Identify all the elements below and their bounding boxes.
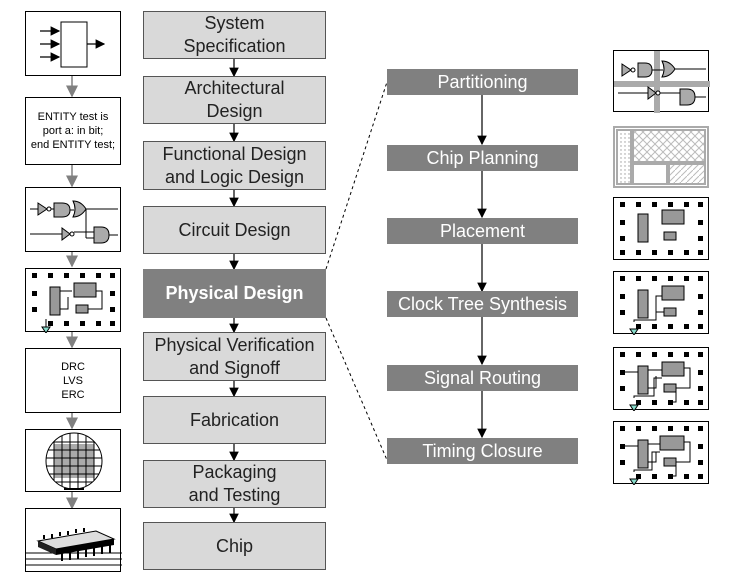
circuit-layout-thumbnail bbox=[25, 268, 121, 333]
system-spec-block-thumbnail bbox=[25, 11, 121, 76]
step-circuit-design: Circuit Design bbox=[143, 206, 326, 254]
floorplan-icon bbox=[616, 129, 706, 185]
pd-step-signal-routing: Signal Routing bbox=[387, 365, 578, 391]
pd-step-label: Partitioning bbox=[437, 71, 528, 92]
pd-step-label: Clock Tree Synthesis bbox=[397, 293, 568, 314]
layout-icon bbox=[32, 273, 115, 333]
zoom-lines bbox=[325, 81, 388, 461]
step-packaging-testing: Packaging and Testing bbox=[143, 460, 326, 508]
step-label: System Specification bbox=[183, 13, 286, 56]
timing-closure-icon bbox=[620, 426, 703, 485]
logic-gates-thumbnail bbox=[25, 187, 121, 252]
step-architectural-design: Architectural Design bbox=[143, 76, 326, 124]
pd-step-timing-closure: Timing Closure bbox=[387, 438, 578, 464]
clock-tree-thumbnail bbox=[613, 271, 709, 335]
step-label: Physical Design bbox=[165, 283, 304, 303]
step-label: Circuit Design bbox=[178, 219, 291, 240]
step-system-specification: System Specification bbox=[143, 11, 326, 59]
step-physical-design: Physical Design bbox=[143, 269, 326, 318]
clock-tree-icon bbox=[620, 276, 703, 335]
pd-step-clock-tree-synthesis: Clock Tree Synthesis bbox=[387, 291, 578, 317]
chip-planning-thumbnail bbox=[613, 126, 709, 188]
verification-checks-text: DRC LVS ERC bbox=[61, 360, 85, 401]
step-functional-logic-design: Functional Design and Logic Design bbox=[143, 141, 326, 190]
vhdl-code-text: ENTITY test is port a: in bit; end ENTIT… bbox=[30, 111, 116, 151]
partitioned-gates-icon bbox=[614, 51, 710, 113]
pd-step-partitioning: Partitioning bbox=[387, 69, 578, 95]
step-label: Architectural Design bbox=[184, 78, 285, 121]
verification-checks-thumbnail: DRC LVS ERC bbox=[25, 348, 121, 413]
placement-thumbnail bbox=[613, 197, 709, 260]
signal-routing-thumbnail bbox=[613, 347, 709, 411]
ic-package-icon bbox=[26, 528, 122, 566]
step-label: Physical Verification and Signoff bbox=[154, 334, 315, 378]
pd-step-label: Placement bbox=[439, 220, 526, 241]
pd-step-label: Signal Routing bbox=[423, 367, 542, 388]
pd-step-chip-planning: Chip Planning bbox=[387, 145, 578, 171]
step-label: Packaging and Testing bbox=[188, 462, 281, 505]
step-label: Functional Design and Logic Design bbox=[162, 143, 307, 187]
pd-step-label: Chip Planning bbox=[426, 147, 539, 168]
vhdl-code-thumbnail: ENTITY test is port a: in bit; end ENTIT… bbox=[25, 97, 121, 165]
step-label: Chip bbox=[215, 535, 254, 556]
placement-icon bbox=[620, 202, 703, 255]
timing-closure-thumbnail bbox=[613, 421, 709, 485]
pd-step-label: Timing Closure bbox=[422, 440, 543, 461]
step-label: Fabrication bbox=[189, 409, 280, 430]
step-chip: Chip bbox=[143, 522, 326, 570]
partitioning-thumbnail bbox=[613, 50, 710, 113]
routing-icon bbox=[620, 352, 703, 411]
step-fabrication: Fabrication bbox=[143, 396, 326, 444]
wafer-thumbnail bbox=[25, 429, 121, 492]
logic-gates-icon bbox=[30, 200, 118, 244]
block-icon bbox=[40, 21, 106, 68]
pd-step-placement: Placement bbox=[387, 218, 578, 244]
wafer-icon bbox=[45, 432, 103, 490]
step-physical-verification: Physical Verification and Signoff bbox=[143, 332, 326, 381]
chip-package-thumbnail bbox=[25, 508, 122, 572]
